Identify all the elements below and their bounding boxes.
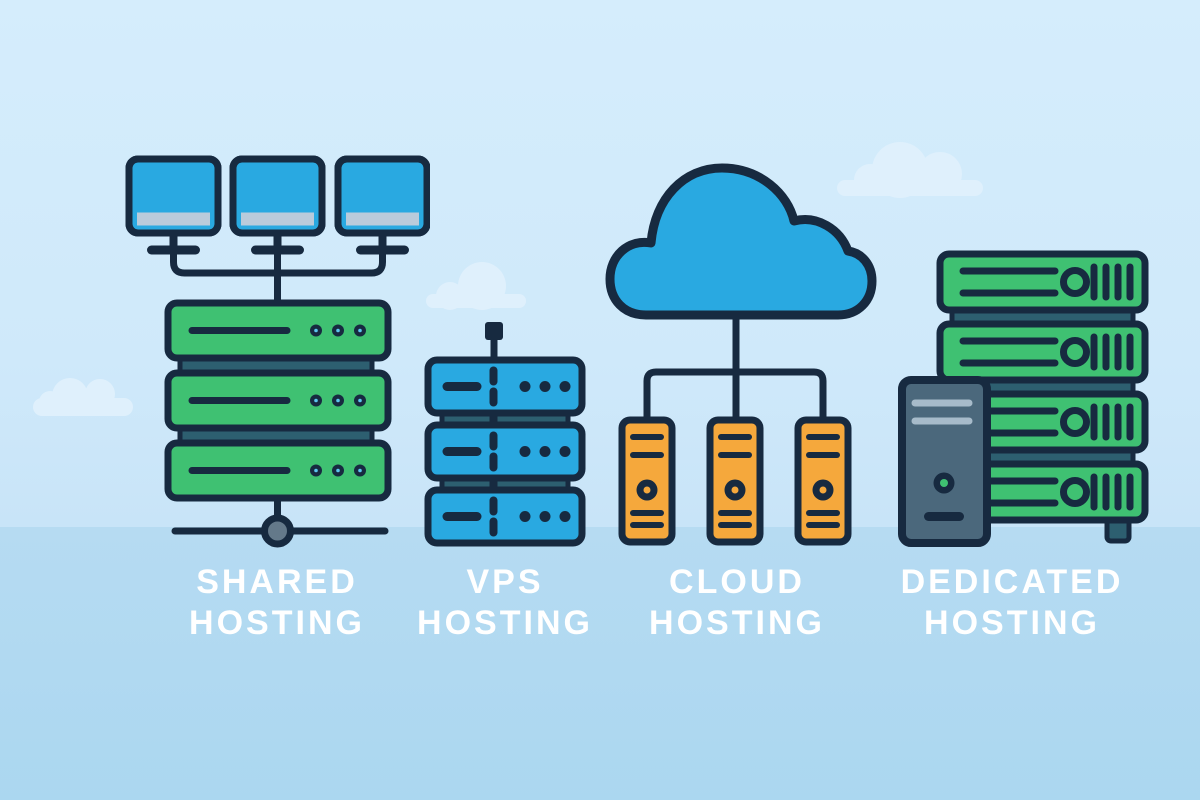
vps-server-unit-icon <box>428 425 582 478</box>
background-cloud-right <box>837 142 983 198</box>
rack-server-unit-icon <box>940 324 1145 380</box>
cloud-branch-lines <box>643 313 827 422</box>
background-cloud-middle <box>426 262 526 310</box>
ground-band <box>0 527 1200 800</box>
tower-server-icon <box>798 420 848 542</box>
label-line: CLOUD <box>669 563 805 601</box>
dedicated-hosting-illustration <box>898 250 1165 547</box>
dedicated-tower-icon <box>898 376 991 547</box>
label-line: HOSTING <box>189 604 365 642</box>
network-cable-line <box>170 244 386 310</box>
antenna-square-icon <box>485 322 503 340</box>
rack-server-unit-icon <box>940 254 1145 310</box>
server-rack-unit-icon <box>168 443 388 498</box>
label-line: HOSTING <box>417 604 593 642</box>
server-rack-unit-icon <box>168 303 388 358</box>
label-shared-hosting: SHARED HOSTING <box>87 562 467 644</box>
shared-hosting-illustration <box>110 148 430 548</box>
tower-server-icon <box>622 420 672 542</box>
desktop-monitor-icon <box>338 159 427 250</box>
label-line: SHARED <box>196 563 358 601</box>
label-cloud-hosting: CLOUD HOSTING <box>547 562 927 644</box>
label-line: DEDICATED <box>900 563 1124 601</box>
tower-server-icon <box>710 420 760 542</box>
label-line: VPS <box>466 563 544 601</box>
desktop-monitor-icon <box>129 159 218 250</box>
label-line: HOSTING <box>649 604 825 642</box>
label-vps-hosting: VPS HOSTING <box>315 562 695 644</box>
desktop-monitor-icon <box>233 159 322 250</box>
label-dedicated-hosting: DEDICATED HOSTING <box>822 562 1200 644</box>
vps-hosting-illustration <box>420 322 600 560</box>
vps-server-unit-icon <box>428 490 582 543</box>
cable-node-icon <box>261 514 294 548</box>
cloud-icon <box>605 163 877 320</box>
label-line: HOSTING <box>924 604 1100 642</box>
vps-server-unit-icon <box>428 360 582 413</box>
background-cloud-left <box>33 378 133 416</box>
server-rack-unit-icon <box>168 373 388 428</box>
cloud-hosting-illustration <box>605 163 877 560</box>
